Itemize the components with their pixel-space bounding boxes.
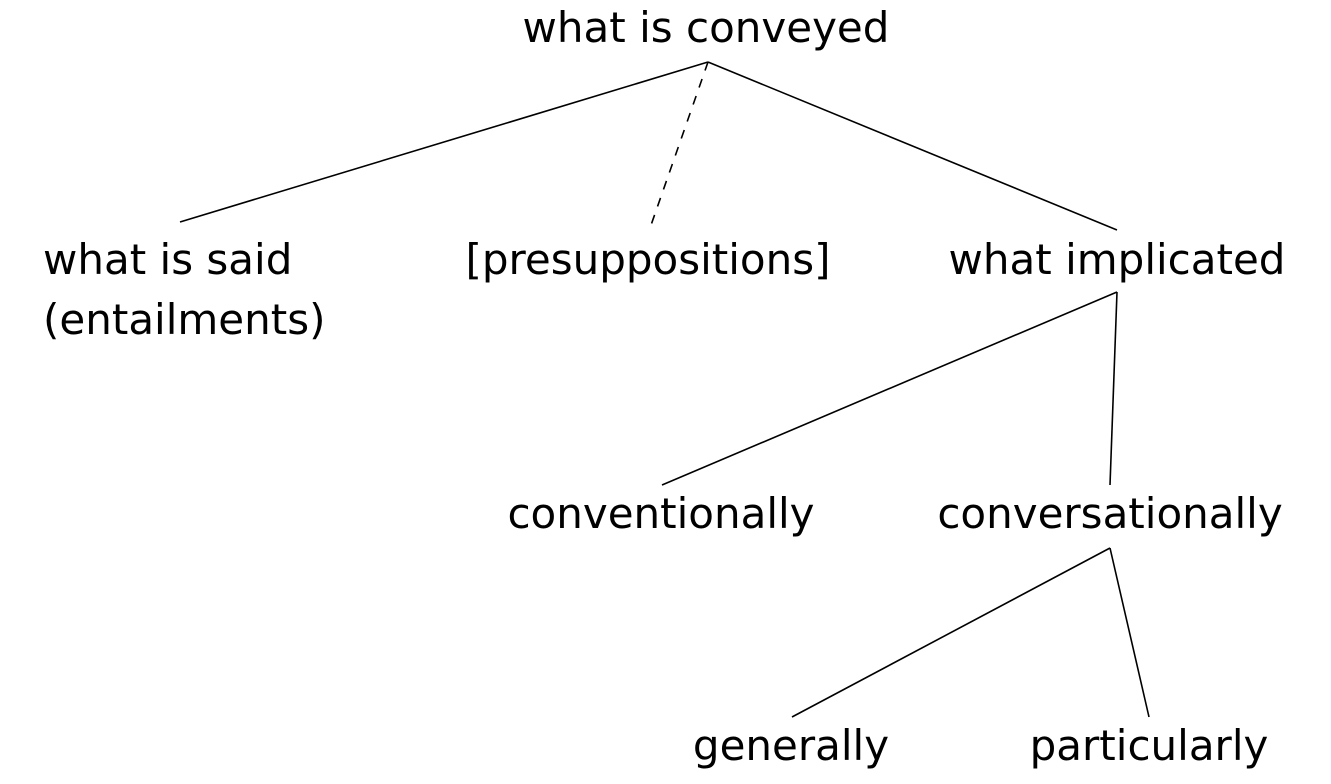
node-conversationally-label: conversationally [937,489,1282,538]
edge-implicated-to-conventionally [661,291,1118,486]
edge-conversationally-to-generally [791,547,1111,718]
node-said-label: what is said [43,235,292,284]
edge-conversationally-to-particularly [1109,547,1150,718]
node-presuppositions-label: [presuppositions] [465,235,830,284]
edge-root-to-presuppositions [649,61,709,229]
edge-root-to-implicated [707,61,1118,231]
node-particularly-label: particularly [1030,721,1269,770]
edge-root-to-said [179,61,709,223]
node-root-label: what is conveyed [523,3,890,52]
node-said-sublabel: (entailments) [43,295,326,344]
node-conventionally-label: conventionally [507,489,814,538]
node-generally-label: generally [693,721,889,770]
edge-implicated-to-conversationally [1109,291,1118,486]
node-implicated-label: what implicated [949,235,1286,284]
